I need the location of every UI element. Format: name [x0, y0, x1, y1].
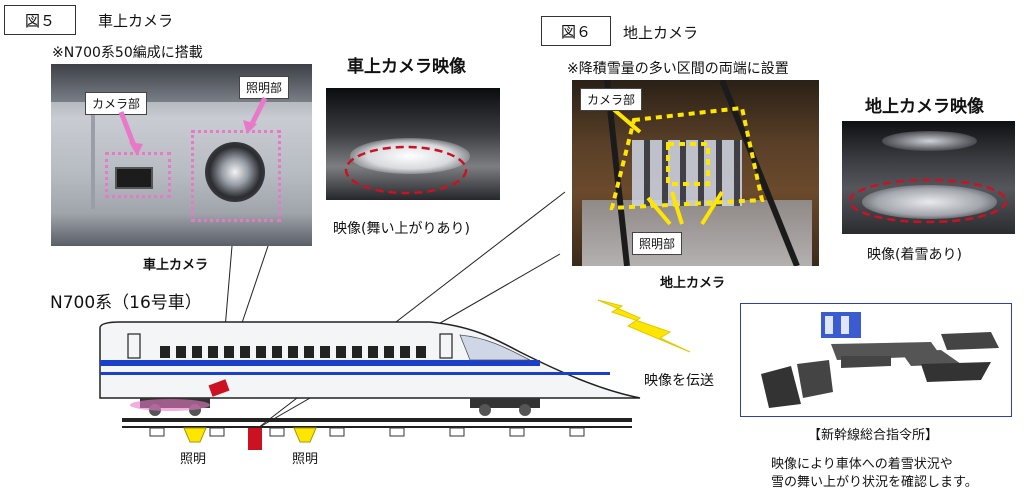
- fig5-note: ※N700系50編成に搭載: [52, 45, 203, 61]
- fig6-video-caption: 映像(着雪あり): [867, 247, 962, 263]
- fig6-video-title: 地上カメラ映像: [865, 97, 984, 117]
- light-highlight: [191, 130, 281, 222]
- fig5-title: 車上カメラ: [98, 12, 174, 30]
- onboard-camera-photo: カメラ部 照明部: [51, 64, 312, 246]
- control-center-panel: [740, 303, 1012, 417]
- fig5-callout-camera: カメラ部: [85, 92, 148, 115]
- fig6-photo-caption: 地上カメラ: [660, 276, 726, 291]
- fig5-callout-light: 照明部: [239, 76, 290, 99]
- control-center-label: 【新幹線総合指令所】: [808, 428, 939, 443]
- right-light-marker: [293, 427, 317, 443]
- transmit-label: 映像を伝送: [644, 373, 714, 389]
- fig5-photo-caption: 車上カメラ: [143, 258, 209, 273]
- shinkansen-car: [99, 321, 641, 416]
- fig6-note: ※降積雪量の多い区間の両端に設置: [567, 61, 789, 77]
- left-light-marker: [183, 427, 207, 443]
- fig5-video-title: 車上カメラ映像: [347, 57, 466, 77]
- light-label-left: 照明: [180, 452, 207, 467]
- fig6-title: 地上カメラ: [623, 24, 699, 42]
- fig6-callout-camera: カメラ部: [580, 88, 643, 111]
- train-label: N700系（16号車）: [50, 293, 202, 313]
- footer-line-2: 雪の舞い上がり状況を確認します。: [771, 475, 978, 490]
- footer-line-1: 映像により車体への着雪状況や: [771, 457, 953, 472]
- fig5-video-caption: 映像(舞い上がりあり): [333, 221, 470, 237]
- ground-camera-photo: カメラ部 照明部: [572, 80, 819, 266]
- onboard-camera-marker: [208, 379, 230, 397]
- fig6-label: 図６: [541, 16, 611, 46]
- light-label-right: 照明: [292, 452, 319, 467]
- ground-video-frame: [842, 121, 1015, 234]
- fig6-callout-light: 照明部: [632, 232, 683, 255]
- fig5-label: 図５: [4, 5, 76, 35]
- callout-arrows: [118, 96, 268, 156]
- onboard-video-frame: [326, 88, 500, 200]
- transmission-bolt: [597, 299, 691, 353]
- ground-camera-marker: [248, 428, 262, 450]
- control-room-illustration: [761, 312, 999, 408]
